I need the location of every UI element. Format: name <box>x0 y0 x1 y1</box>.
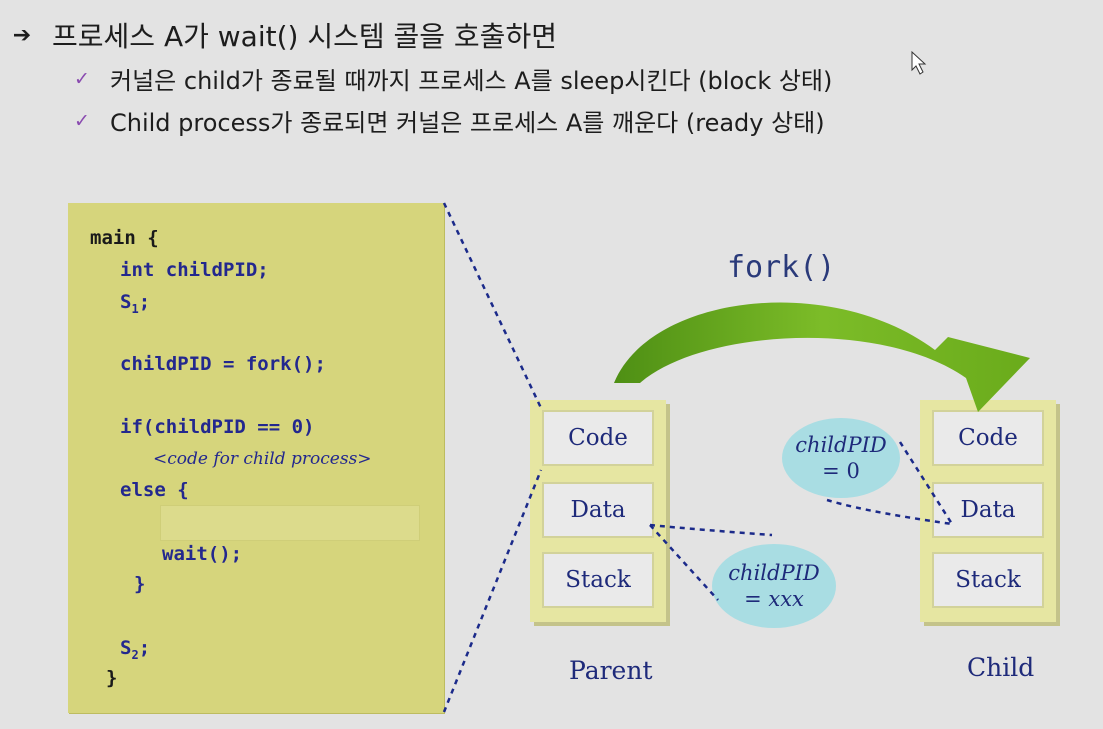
parent-data-segment: Data <box>542 482 654 538</box>
code-main-open: main { <box>90 227 159 249</box>
child-data-segment: Data <box>932 482 1044 538</box>
code-s2-prefix: S <box>120 637 132 659</box>
code-placeholder-box <box>160 505 420 541</box>
parent-code-segment: Code <box>542 410 654 466</box>
code-s1: S1; <box>120 291 150 316</box>
parent-process-box: Code Data Stack <box>530 400 666 622</box>
fork-arrow-icon <box>614 302 1030 412</box>
bubble-value-prefix: = <box>744 587 769 611</box>
main-bullet: ➔ 프로세스 A가 wait() 시스템 콜을 호출하면 <box>8 15 557 55</box>
code-panel: main { int childPID; S1; childPID = fork… <box>68 203 444 713</box>
child-label: Child <box>967 653 1035 682</box>
code-s1-suffix: ; <box>138 291 151 313</box>
bubble-name: childPID <box>728 560 820 585</box>
code-s2-suffix: ; <box>138 637 151 659</box>
child-process-box: Code Data Stack <box>920 400 1056 622</box>
child-stack-segment: Stack <box>932 552 1044 608</box>
code-decl: int childPID; <box>120 259 269 281</box>
bubble-value: = 0 <box>822 459 860 483</box>
code-else-close: } <box>134 573 146 595</box>
bubble-name: childPID <box>795 432 887 457</box>
child-pid-bubble-child: childPID = 0 <box>782 418 900 498</box>
sub-bullet-text: Child process가 종료되면 커널은 프로세스 A를 깨운다 (rea… <box>110 109 825 137</box>
zoom-line-bottom <box>442 469 543 713</box>
code-main-close: } <box>106 667 118 689</box>
main-bullet-text: 프로세스 A가 wait() 시스템 콜을 호출하면 <box>52 20 557 53</box>
child-code-segment: Code <box>932 410 1044 466</box>
code-s2-sub: 2 <box>131 647 139 662</box>
code-s1-prefix: S <box>120 291 132 313</box>
code-child-comment: <code for child process> <box>153 449 372 469</box>
sub-bullet-1: ✓ 커널은 child가 종료될 때까지 프로세스 A를 sleep시킨다 (b… <box>68 61 832 96</box>
parent-bubble-connector-2 <box>649 523 773 537</box>
check-icon: ✓ <box>74 67 90 90</box>
sub-bullet-2: ✓ Child process가 종료되면 커널은 프로세스 A를 깨운다 (r… <box>68 103 825 138</box>
code-else-open: else { <box>120 479 189 501</box>
code-fork-call: childPID = fork(); <box>120 353 326 375</box>
code-if: if(childPID == 0) <box>120 416 315 438</box>
parent-stack-segment: Stack <box>542 552 654 608</box>
zoom-line-top <box>442 202 543 409</box>
code-s2: S2; <box>120 637 150 662</box>
fork-label: fork() <box>727 250 836 285</box>
code-wait-call: wait(); <box>162 543 243 565</box>
parent-label: Parent <box>569 656 653 685</box>
code-s1-sub: 1 <box>131 301 139 316</box>
child-pid-bubble-parent: childPID = xxx <box>712 544 836 628</box>
bubble-value: = xxx <box>744 586 804 612</box>
check-icon: ✓ <box>74 109 90 132</box>
bubble-value-italic: xxx <box>768 587 804 611</box>
arrow-icon: ➔ <box>12 22 32 48</box>
sub-bullet-text: 커널은 child가 종료될 때까지 프로세스 A를 sleep시킨다 (blo… <box>110 67 833 95</box>
mouse-cursor-icon <box>911 50 927 75</box>
